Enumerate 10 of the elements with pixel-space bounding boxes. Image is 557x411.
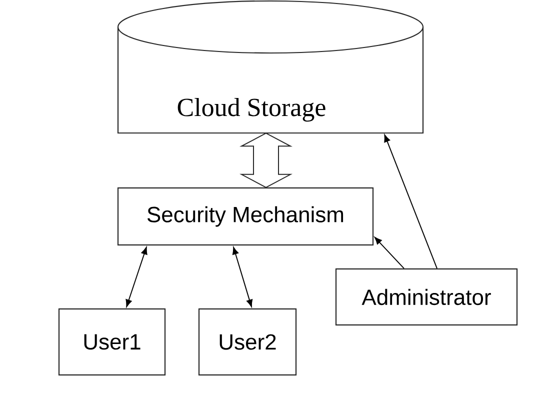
arrow	[232, 246, 253, 308]
process-box: Security Mechanism	[117, 187, 374, 246]
process-box: User2	[198, 308, 297, 376]
block-arrow	[240, 132, 292, 188]
storage-cylinder: Cloud Storage	[117, 0, 424, 134]
process-box: User1	[58, 308, 166, 376]
arrow	[384, 134, 438, 269]
arrow	[126, 246, 148, 308]
process-box: Administrator	[335, 268, 518, 326]
arrow	[374, 236, 404, 269]
